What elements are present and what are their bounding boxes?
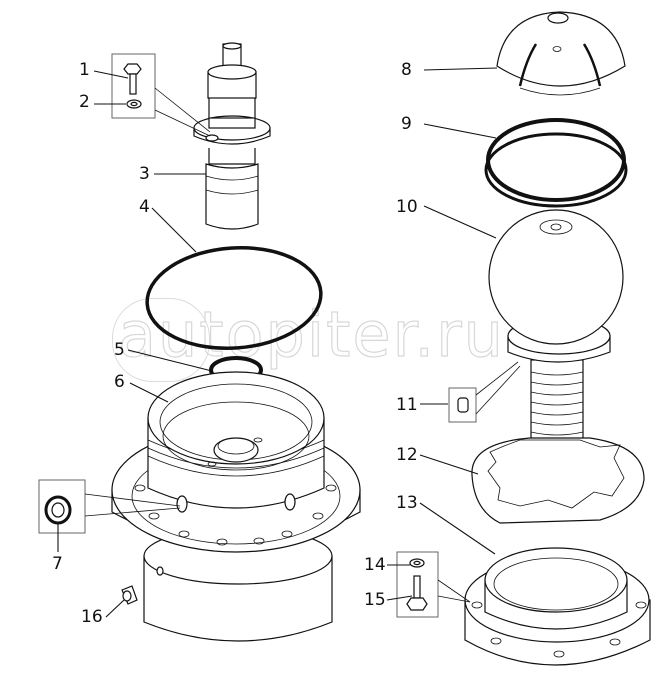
callout-16: 16 [81, 607, 103, 627]
plug-part [121, 585, 138, 605]
bearing-inset [38, 479, 181, 552]
pin-inset [448, 361, 521, 423]
o-ring-large [145, 246, 323, 350]
callout-9: 9 [401, 114, 412, 134]
callout-2: 2 [79, 92, 90, 112]
callout-6: 6 [114, 372, 125, 392]
watermark-logo [112, 298, 210, 382]
ball-joint-part [488, 209, 624, 447]
callout-15: 15 [364, 590, 386, 610]
housing-part [111, 371, 361, 642]
callout-7: 7 [52, 554, 63, 574]
flange-part [464, 547, 651, 666]
callout-13: 13 [396, 493, 418, 513]
bolt-washer-inset [111, 53, 211, 137]
watermark-text: autopiter.ru [117, 297, 505, 371]
callout-14: 14 [364, 555, 386, 575]
bolt-washer-inset-2 [396, 551, 471, 618]
callout-10: 10 [396, 197, 418, 217]
star-plate-part [471, 437, 645, 524]
callout-4: 4 [139, 197, 150, 217]
dome-cap-part [496, 11, 626, 96]
shaft-part [193, 42, 271, 230]
callout-3: 3 [139, 164, 150, 184]
callout-8: 8 [401, 60, 412, 80]
callout-12: 12 [396, 445, 418, 465]
leader-lines [93, 67, 498, 618]
retaining-ring-part [484, 118, 628, 208]
callout-1: 1 [79, 60, 90, 80]
callout-5: 5 [114, 340, 125, 360]
callout-11: 11 [396, 395, 418, 415]
